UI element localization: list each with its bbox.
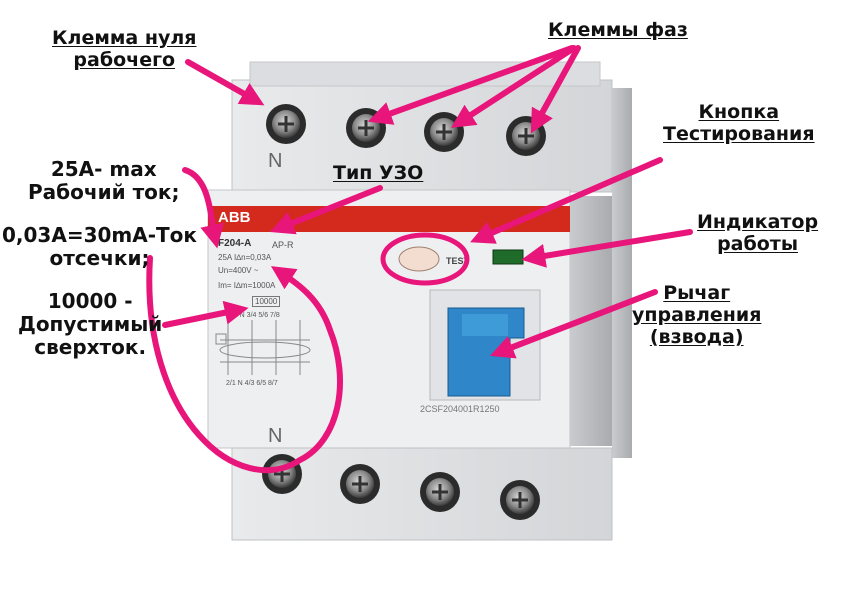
test-button-shape xyxy=(398,246,440,272)
label-rated-current: 25А- max Рабочий ток; xyxy=(28,157,180,204)
label-trip-current: 0,03А=30mА-Ток отсечки; xyxy=(2,223,197,270)
model-text: F204-A xyxy=(218,238,252,249)
rating-line-3: Im= I∆m=1000A xyxy=(218,281,276,290)
part-number: 2CSF204001R1250 xyxy=(420,404,500,414)
label-indicator: Индикатор работы xyxy=(697,211,819,255)
label-neutral-terminal: Клемма нуля рабочего xyxy=(52,27,197,71)
top-screw-2 xyxy=(424,112,464,152)
type-code-text: AP-R xyxy=(272,240,294,250)
neutral-mark-top: N xyxy=(268,150,283,172)
label-phase-terminals: Клеммы фаз xyxy=(548,19,688,41)
label-test-button: Кнопка Тестирования xyxy=(663,101,815,145)
red-stripe xyxy=(208,206,570,232)
label-rcd-type: Тип УЗО xyxy=(333,162,424,184)
rating-line-1: 25A I∆n=0,03A xyxy=(218,253,272,262)
bottom-screw-n xyxy=(262,454,302,494)
test-label: TEST xyxy=(446,256,470,266)
rating-line-2: Un=400V ~ xyxy=(218,266,259,275)
bottom-screw-2 xyxy=(420,472,460,512)
bottom-screw-3 xyxy=(500,480,540,520)
terminals-bottom-text: 2/1 N 4/3 6/5 8/7 xyxy=(226,380,278,387)
top-screw-1 xyxy=(346,108,386,148)
indicator-window xyxy=(492,249,524,265)
top-screw-3 xyxy=(506,116,546,156)
brand-logo: ABB xyxy=(218,209,251,226)
top-screw-n xyxy=(266,104,306,144)
terminals-top-text: 1/2 N 3/4 5/6 7/8 xyxy=(228,312,280,319)
neutral-mark-bottom: N xyxy=(268,425,283,447)
label-overcurrent: 10000 - Допустимый сверхток. xyxy=(18,289,163,359)
bottom-screw-1 xyxy=(340,464,380,504)
label-lever: Рычаг управления (взвода) xyxy=(632,282,762,348)
rating-line-4: 10000 xyxy=(252,296,281,307)
